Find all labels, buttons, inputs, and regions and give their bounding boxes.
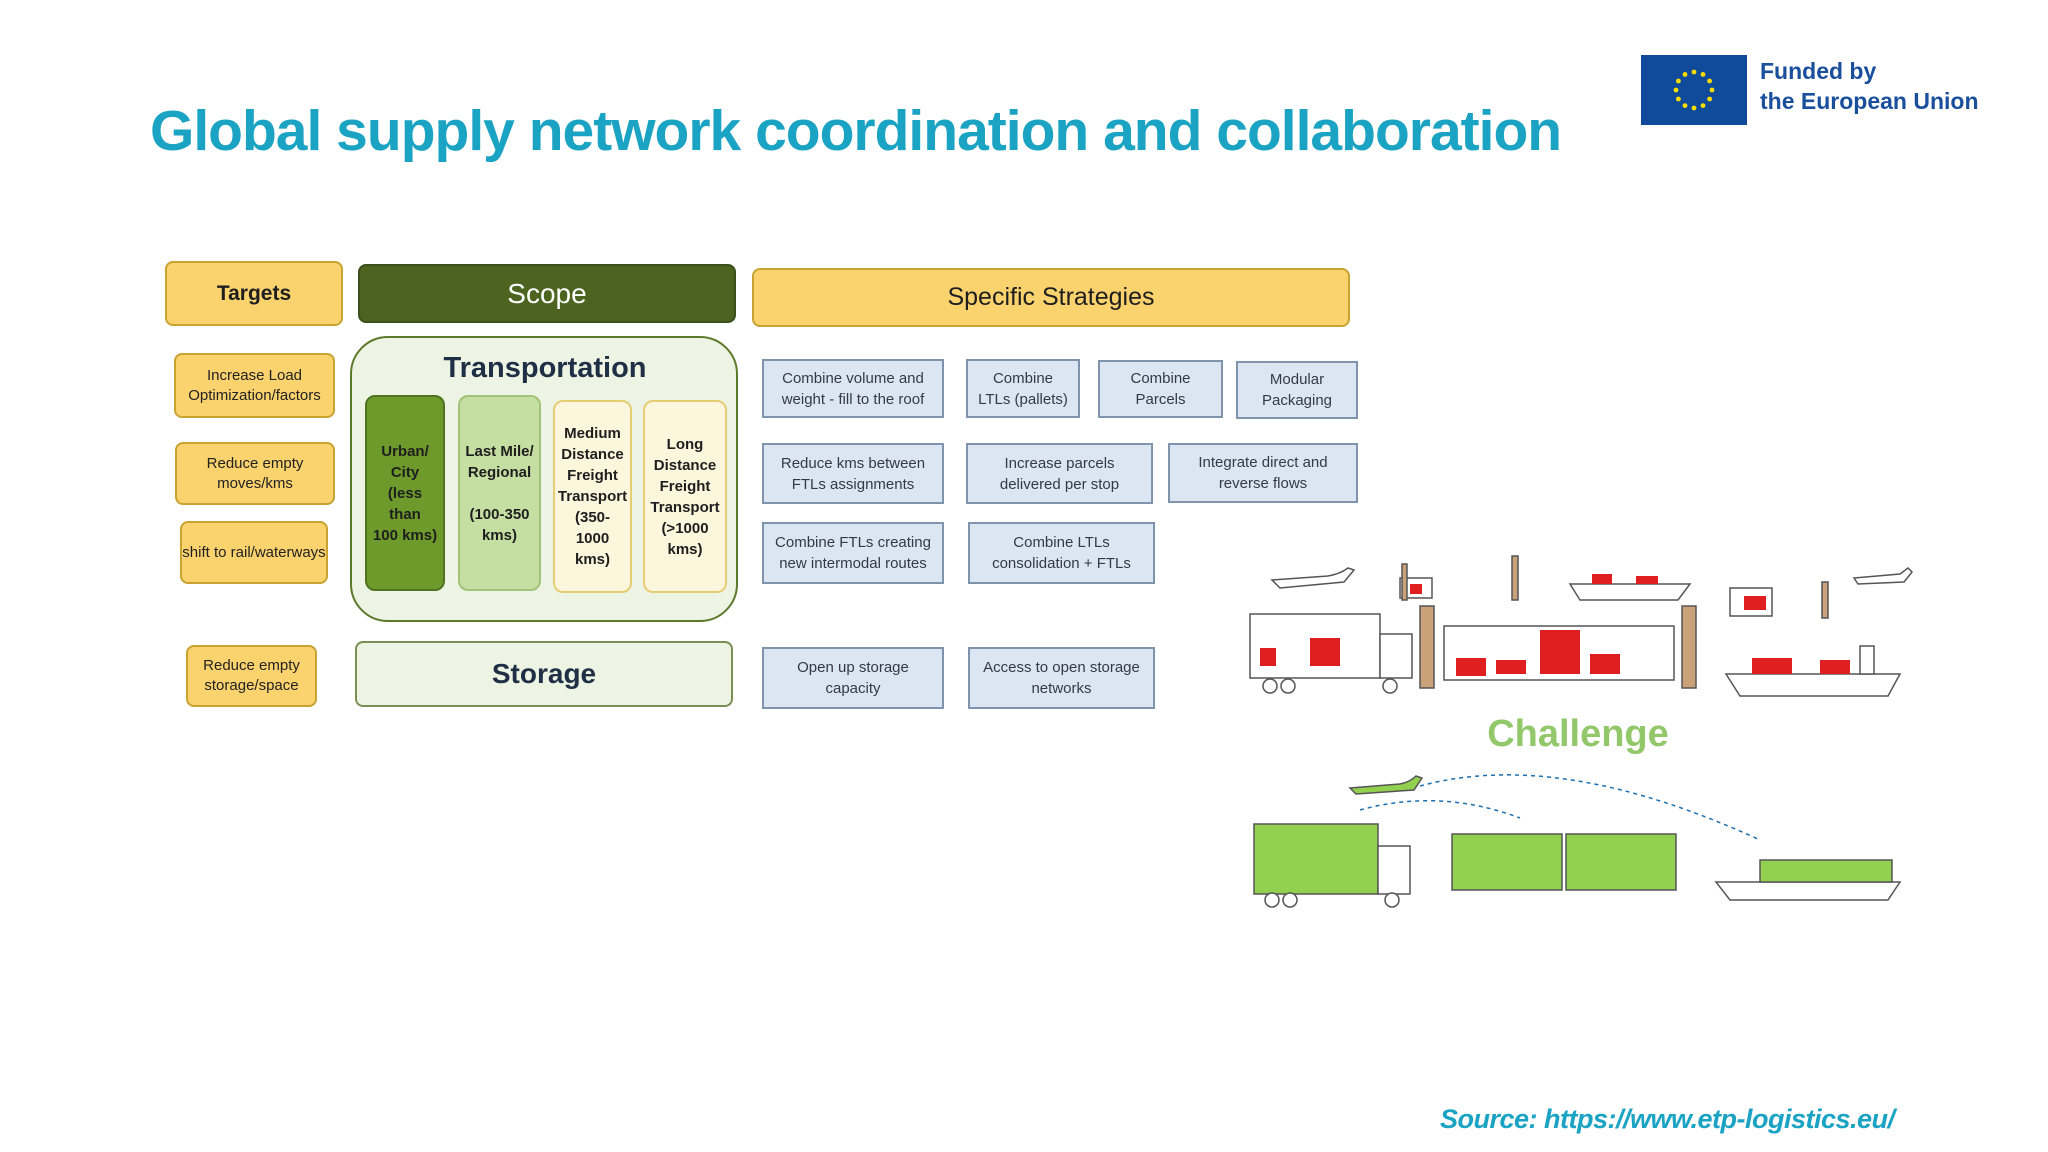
column-text: 100 kms) — [372, 526, 438, 544]
transportation-label: Transportation — [443, 352, 647, 384]
column-text: kms) — [481, 526, 517, 544]
eu-flag-icon — [1641, 55, 1747, 125]
storage-scope: Storage — [355, 641, 733, 707]
strategy-text: Access to open storage — [983, 659, 1140, 676]
strategy-text: delivered per stop — [999, 475, 1120, 493]
ship-icon — [1714, 881, 1902, 901]
pole-icon — [1419, 605, 1435, 689]
eu-funding-line2: the European Union — [1760, 88, 1979, 114]
column-text: Distance — [561, 446, 624, 463]
slide-title: Global supply network coordination and c… — [150, 99, 1562, 163]
target-reduce-empty-moves: Reduce empty moves/kms — [175, 442, 335, 505]
ship-icon — [1724, 673, 1902, 697]
column-spacer — [465, 483, 533, 504]
source-citation: Source: https://www.etp-logistics.eu/ — [1440, 1104, 1895, 1134]
strategy-combine-volume: Combine volume and weight - fill to the r… — [762, 359, 944, 418]
target-shift-to-rail: shift to rail/waterways — [180, 521, 328, 584]
column-text: Last Mile/ — [465, 442, 534, 460]
strategy-access-storage-networks: Access to open storage networks — [968, 647, 1155, 709]
strategy-text: Combine FTLs creating — [775, 534, 931, 551]
scope-header: Scope — [358, 264, 736, 323]
ship-icon — [1568, 583, 1692, 601]
column-text: City — [390, 463, 420, 481]
eu-funding-line1: Funded by — [1760, 58, 1877, 84]
column-text: Distance — [653, 456, 717, 474]
scope-column-long-distance: Long Distance Freight Transport (>1000 k… — [643, 400, 727, 593]
strategy-text: Packaging — [1261, 392, 1333, 409]
strategy-combine-ftls: Combine FTLs creating new intermodal rout… — [762, 522, 944, 584]
strategy-text: LTLs (pallets) — [978, 390, 1068, 408]
strategy-text: Modular — [1269, 371, 1325, 388]
column-text: Freight — [567, 467, 618, 484]
strategy-text: Integrate direct and — [1198, 454, 1328, 471]
strategy-text: capacity — [825, 680, 881, 697]
scope-column-last-mile: Last Mile/ Regional (100-350 kms) — [458, 395, 541, 591]
challenge-label: Challenge — [1487, 713, 1669, 755]
column-text: (100-350 — [469, 505, 530, 523]
column-text: Urban/ — [381, 442, 429, 460]
column-text: Transport — [557, 488, 628, 505]
strategy-combine-ltls-consolidation: Combine LTLs consolidation + FTLs — [968, 522, 1155, 584]
column-text: Regional — [467, 463, 532, 481]
strategy-text: reverse flows — [1218, 475, 1308, 492]
targets-header: Targets — [165, 261, 343, 326]
eu-funding-label: Funded by the European Union — [1760, 56, 1979, 116]
pole-icon — [1821, 581, 1829, 619]
strategy-text: Reduce kms between — [780, 454, 926, 472]
strategy-text: Increase parcels — [1004, 454, 1115, 472]
target-load-optimization: Increase Load Optimization/factors — [174, 353, 335, 418]
column-text: Transport — [650, 498, 720, 516]
strategy-text: Combine — [992, 369, 1053, 387]
column-text: Medium — [564, 425, 621, 442]
pole-icon — [1401, 563, 1408, 601]
strategy-text: weight - fill to the roof — [781, 390, 925, 408]
airplane-icon — [1852, 567, 1914, 585]
strategy-integrate-flows: Integrate direct and reverse flows — [1168, 443, 1358, 503]
scope-column-urban: Urban/ City (less than 100 kms) — [365, 395, 445, 591]
challenge-illustration: Challenge — [1240, 548, 1915, 910]
strategy-open-storage: Open up storage capacity — [762, 647, 944, 709]
strategy-text: Combine LTLs — [1013, 534, 1110, 551]
target-reduce-empty-storage: Reduce empty storage/space — [186, 645, 317, 707]
strategy-text: networks — [1031, 680, 1092, 697]
strategies-header: Specific Strategies — [752, 268, 1350, 327]
column-text: kms) — [667, 540, 703, 558]
strategy-increase-parcels: Increase parcels delivered per stop — [966, 443, 1153, 504]
strategy-text: FTLs assignments — [791, 475, 915, 493]
train-icon — [1565, 833, 1677, 891]
column-text: Freight — [659, 477, 711, 495]
scope-column-medium-distance: Medium Distance Freight Transport (350- … — [553, 400, 632, 593]
strategy-text: Combine volume and — [782, 369, 924, 387]
airplane-icon — [1348, 775, 1424, 795]
large-truck-icon — [1253, 823, 1379, 895]
train-icon — [1451, 833, 1563, 891]
airplane-icon — [1270, 567, 1356, 589]
column-text: (350- — [574, 509, 611, 526]
column-text: Long — [666, 435, 704, 453]
strategy-text: Parcels — [1135, 391, 1186, 408]
strategy-text: Combine — [1130, 370, 1191, 387]
column-text: kms) — [574, 551, 611, 568]
strategy-text: consolidation + FTLs — [992, 555, 1131, 572]
strategy-text: new intermodal routes — [779, 555, 927, 572]
strategy-text: Open up storage — [797, 659, 909, 676]
column-text: (>1000 — [661, 519, 709, 537]
pole-icon — [1511, 555, 1519, 601]
column-text: (less than — [387, 484, 423, 523]
column-text: 1000 — [575, 530, 610, 547]
pole-icon — [1681, 605, 1697, 689]
